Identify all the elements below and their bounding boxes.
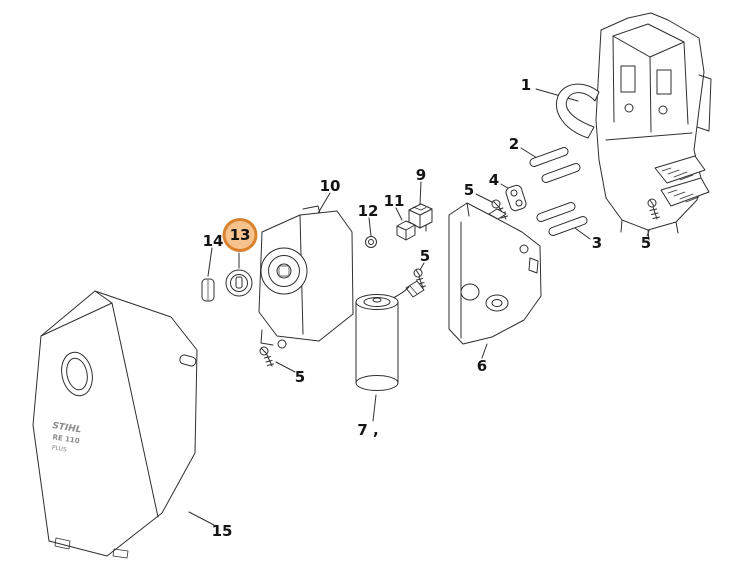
part-4-bracket <box>505 184 527 212</box>
part-label-5a[interactable]: 5 <box>463 181 475 199</box>
part-label-4[interactable]: 4 <box>488 171 500 189</box>
part-6-side-housing <box>448 202 542 345</box>
part-label-9[interactable]: 9 <box>415 166 427 184</box>
part-14-clip <box>201 278 215 302</box>
part-label-6[interactable]: 6 <box>476 357 488 375</box>
part-5-screw-b <box>647 198 660 220</box>
part-label-13[interactable]: 13 <box>222 218 258 252</box>
part-label-7[interactable]: 7 , <box>357 421 379 439</box>
brand-text: STIHL <box>52 421 83 435</box>
part-1-frame-assembly <box>556 12 712 241</box>
part-13-cap <box>225 269 253 297</box>
part-15-front-cover: STIHL RE 110 PLUS <box>32 290 198 559</box>
part-label-12[interactable]: 12 <box>357 202 379 220</box>
part-label-5b[interactable]: 5 <box>640 234 652 252</box>
part-label-2[interactable]: 2 <box>508 135 520 153</box>
part-11-relay <box>396 220 416 241</box>
part-2-pads <box>529 147 581 183</box>
part-label-15[interactable]: 15 <box>211 522 233 540</box>
part-label-5c[interactable]: 5 <box>419 247 431 265</box>
part-label-1[interactable]: 1 <box>520 76 532 94</box>
part-label-14[interactable]: 14 <box>202 232 224 250</box>
part-label-5d[interactable]: 5 <box>294 368 306 386</box>
part-label-10[interactable]: 10 <box>319 177 341 195</box>
part-10-housing <box>258 205 354 349</box>
wire-terminal <box>405 280 425 298</box>
variant-text: PLUS <box>51 444 67 453</box>
part-5-screw-c <box>413 268 426 289</box>
part-3-pads <box>536 202 588 236</box>
part-label-11[interactable]: 11 <box>383 192 405 210</box>
part-7-capacitor <box>355 286 410 391</box>
part-label-3[interactable]: 3 <box>591 234 603 252</box>
part-12-oring <box>365 236 377 248</box>
part-5-screw-d <box>259 346 274 367</box>
